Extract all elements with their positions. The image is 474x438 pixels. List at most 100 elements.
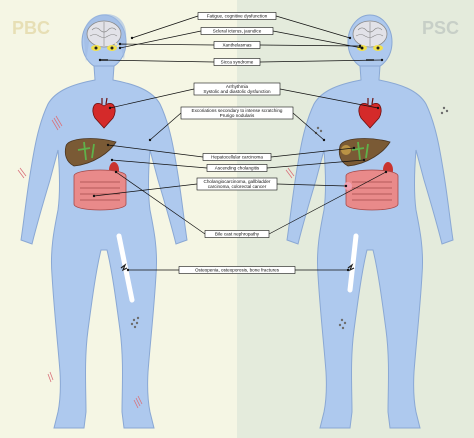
label-box: [180, 106, 294, 120]
connector-arrow: [270, 147, 355, 158]
connector-arrow: [99, 59, 215, 63]
label-box: [202, 153, 272, 161]
label-cancer: Cholangiocarcinoma, gallbladdercarcinoma…: [92, 177, 348, 198]
label-text: Bile cast nephropathy: [215, 232, 260, 237]
label-text: Fatigue, cognitive dysfunction: [207, 14, 268, 19]
connector-arrow: [292, 112, 325, 141]
fracture-icon: [120, 263, 128, 272]
arrowhead: [130, 36, 134, 40]
label-box: [213, 41, 261, 49]
label-box: [196, 177, 278, 191]
arrowhead: [108, 106, 112, 110]
connector-arrow: [272, 30, 363, 49]
brain-icon: [86, 20, 122, 48]
label-box: [206, 164, 268, 172]
heart-icon: [92, 97, 116, 129]
arrowhead: [118, 46, 122, 50]
label-xanthelasmas: Xanthelasmas: [118, 41, 362, 49]
intestine-icon: [344, 169, 399, 211]
arrowhead: [98, 58, 102, 62]
femur-bone-icon: [116, 233, 135, 303]
fracture-icon: [347, 263, 355, 272]
arrowhead: [352, 146, 356, 150]
arrowhead: [322, 138, 326, 142]
label-box: [197, 12, 277, 20]
label-text: Sicca syndrome: [221, 60, 254, 65]
xanthelasma-dots-icon: [114, 42, 120, 48]
label-box: [193, 82, 281, 96]
connector-arrow: [109, 88, 195, 109]
arrowhead: [110, 158, 114, 162]
scratch-marks-icon: [17, 115, 143, 409]
label-text: Cholangiocarcinoma, gallbladder: [204, 179, 271, 184]
connector-arrow: [266, 159, 365, 169]
connector-arrow: [149, 112, 182, 141]
psc-title: PSC: [422, 18, 459, 38]
label-box: [204, 230, 270, 238]
connector-arrow: [259, 59, 383, 63]
arrowhead: [344, 184, 348, 188]
connector-arrow: [107, 144, 204, 158]
label-text: Xanthelasmas: [222, 43, 252, 48]
arrowhead: [118, 42, 122, 46]
label-text: carcinoma, colorectal cancer: [208, 184, 267, 189]
connector-arrow: [119, 43, 215, 46]
connector-arrow: [111, 159, 208, 169]
connector-arrow: [275, 15, 351, 39]
arrowhead: [114, 170, 118, 174]
label-box: [213, 58, 261, 66]
heart-icon: [358, 97, 382, 129]
arrowhead: [148, 138, 152, 142]
prurigo-nodules-icon: [130, 316, 140, 329]
connector-arrow: [276, 183, 347, 187]
arrowhead: [380, 58, 384, 62]
label-osteopenia: Osteopenia, osteoporosis, bone fractures: [126, 266, 350, 274]
arrowhead: [362, 158, 366, 162]
connector-arrow: [131, 15, 199, 39]
arrowhead: [348, 36, 352, 40]
arrowhead: [360, 46, 364, 50]
label-hcc: Hepatocellular carcinoma: [106, 143, 356, 161]
label-text: Excoriations secondary to intense scratc…: [192, 108, 283, 113]
liver-icon: [64, 138, 117, 167]
arrowhead: [106, 143, 110, 147]
label-nephropathy: Bile cast nephropathy: [114, 170, 388, 238]
arrowhead: [376, 106, 380, 110]
label-box: [178, 266, 296, 274]
label-excoriations: Excoriations secondary to intense scratc…: [148, 106, 326, 142]
label-text: Arrhythmia: [226, 84, 249, 89]
label-text: Osteopenia, osteoporosis, bone fractures: [195, 268, 280, 273]
label-text: Prurigo nodularis: [220, 113, 255, 118]
prurigo-nodules-icon: [314, 106, 449, 330]
connector-arrow: [259, 44, 361, 47]
label-fatigue: Fatigue, cognitive dysfunction: [130, 12, 352, 40]
label-text: Scleral icterus, jaundice: [213, 29, 262, 34]
connector-arrow: [268, 171, 387, 235]
label-text: Hepatocellular carcinoma: [211, 155, 263, 160]
brain-icon: [352, 20, 388, 48]
label-sicca: Sicca syndrome: [98, 58, 384, 66]
connector-arrow: [115, 171, 206, 235]
connector-arrow: [119, 30, 202, 49]
label-box: [200, 27, 274, 35]
arrowhead: [92, 194, 96, 198]
label-cholangitis: Ascending cholangitis: [110, 158, 366, 172]
psc-body-figure: [285, 14, 454, 429]
liver-icon: [338, 138, 391, 167]
scratch-marks-icon: [285, 167, 295, 179]
connector-arrow: [279, 88, 379, 109]
pbc-title: PBC: [12, 18, 50, 38]
arrowhead: [358, 44, 362, 48]
connector-arrow: [93, 183, 198, 197]
label-text: Systolic and diastolic dysfunction: [203, 89, 271, 94]
arrowhead: [126, 268, 130, 272]
yellow-eyes-icon: [91, 45, 117, 51]
arrowhead: [384, 170, 388, 174]
arrowhead: [346, 268, 350, 272]
label-text: Ascending cholangitis: [215, 166, 260, 171]
femur-bone-icon: [347, 233, 359, 293]
